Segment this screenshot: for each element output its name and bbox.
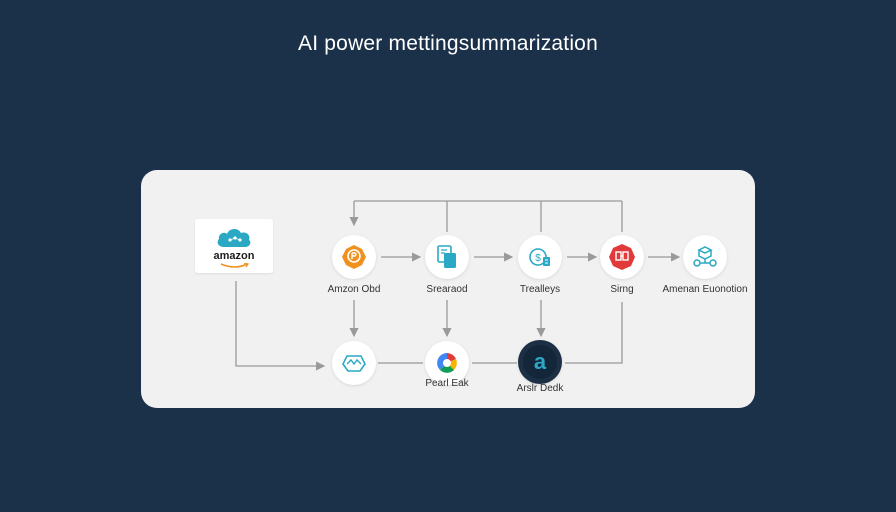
svg-text:$: $ — [535, 253, 541, 264]
label-sirng: Sirng — [610, 284, 634, 295]
settings-dollar-icon: $ — [529, 248, 550, 266]
meeting-table-icon — [342, 355, 366, 372]
node-amenan-euonotion — [683, 235, 727, 279]
node-bottom-1 — [332, 341, 376, 385]
orange-badge-icon — [342, 245, 366, 269]
cloud-icon — [217, 228, 251, 247]
amazon-source-box: amazon — [195, 219, 273, 273]
amazon-smile-icon — [220, 263, 249, 268]
label-pearl-eak: Pearl Eak — [425, 378, 469, 389]
amazon-brand-text: amazon — [213, 250, 255, 262]
label-amenan-euonotion: Amenan Euonotion — [662, 284, 748, 295]
node-amzon-obd — [332, 235, 376, 279]
source-to-bottom-arrow — [235, 281, 326, 371]
node-sirng — [600, 235, 644, 279]
label-trealleys: Trealleys — [519, 284, 561, 295]
label-arslr-dedk: Arslr Dedk — [516, 383, 564, 394]
colorful-aperture-icon — [437, 353, 457, 373]
bottom-return-line — [565, 302, 623, 364]
node-trealleys: $ — [518, 235, 562, 279]
diagram-title: AI power mettingsummarization — [298, 32, 598, 55]
letter-a-icon: a — [533, 349, 547, 374]
label-amzon-obd: Amzon Obd — [327, 284, 381, 295]
document-icon — [437, 245, 456, 268]
node-pearl-eak — [425, 341, 469, 385]
node-srearaod — [425, 235, 469, 279]
network-cube-icon — [693, 246, 717, 267]
label-srearaod: Srearaod — [426, 284, 468, 295]
red-badge-icon — [609, 244, 635, 270]
node-arslr-dedk: a — [518, 340, 562, 384]
